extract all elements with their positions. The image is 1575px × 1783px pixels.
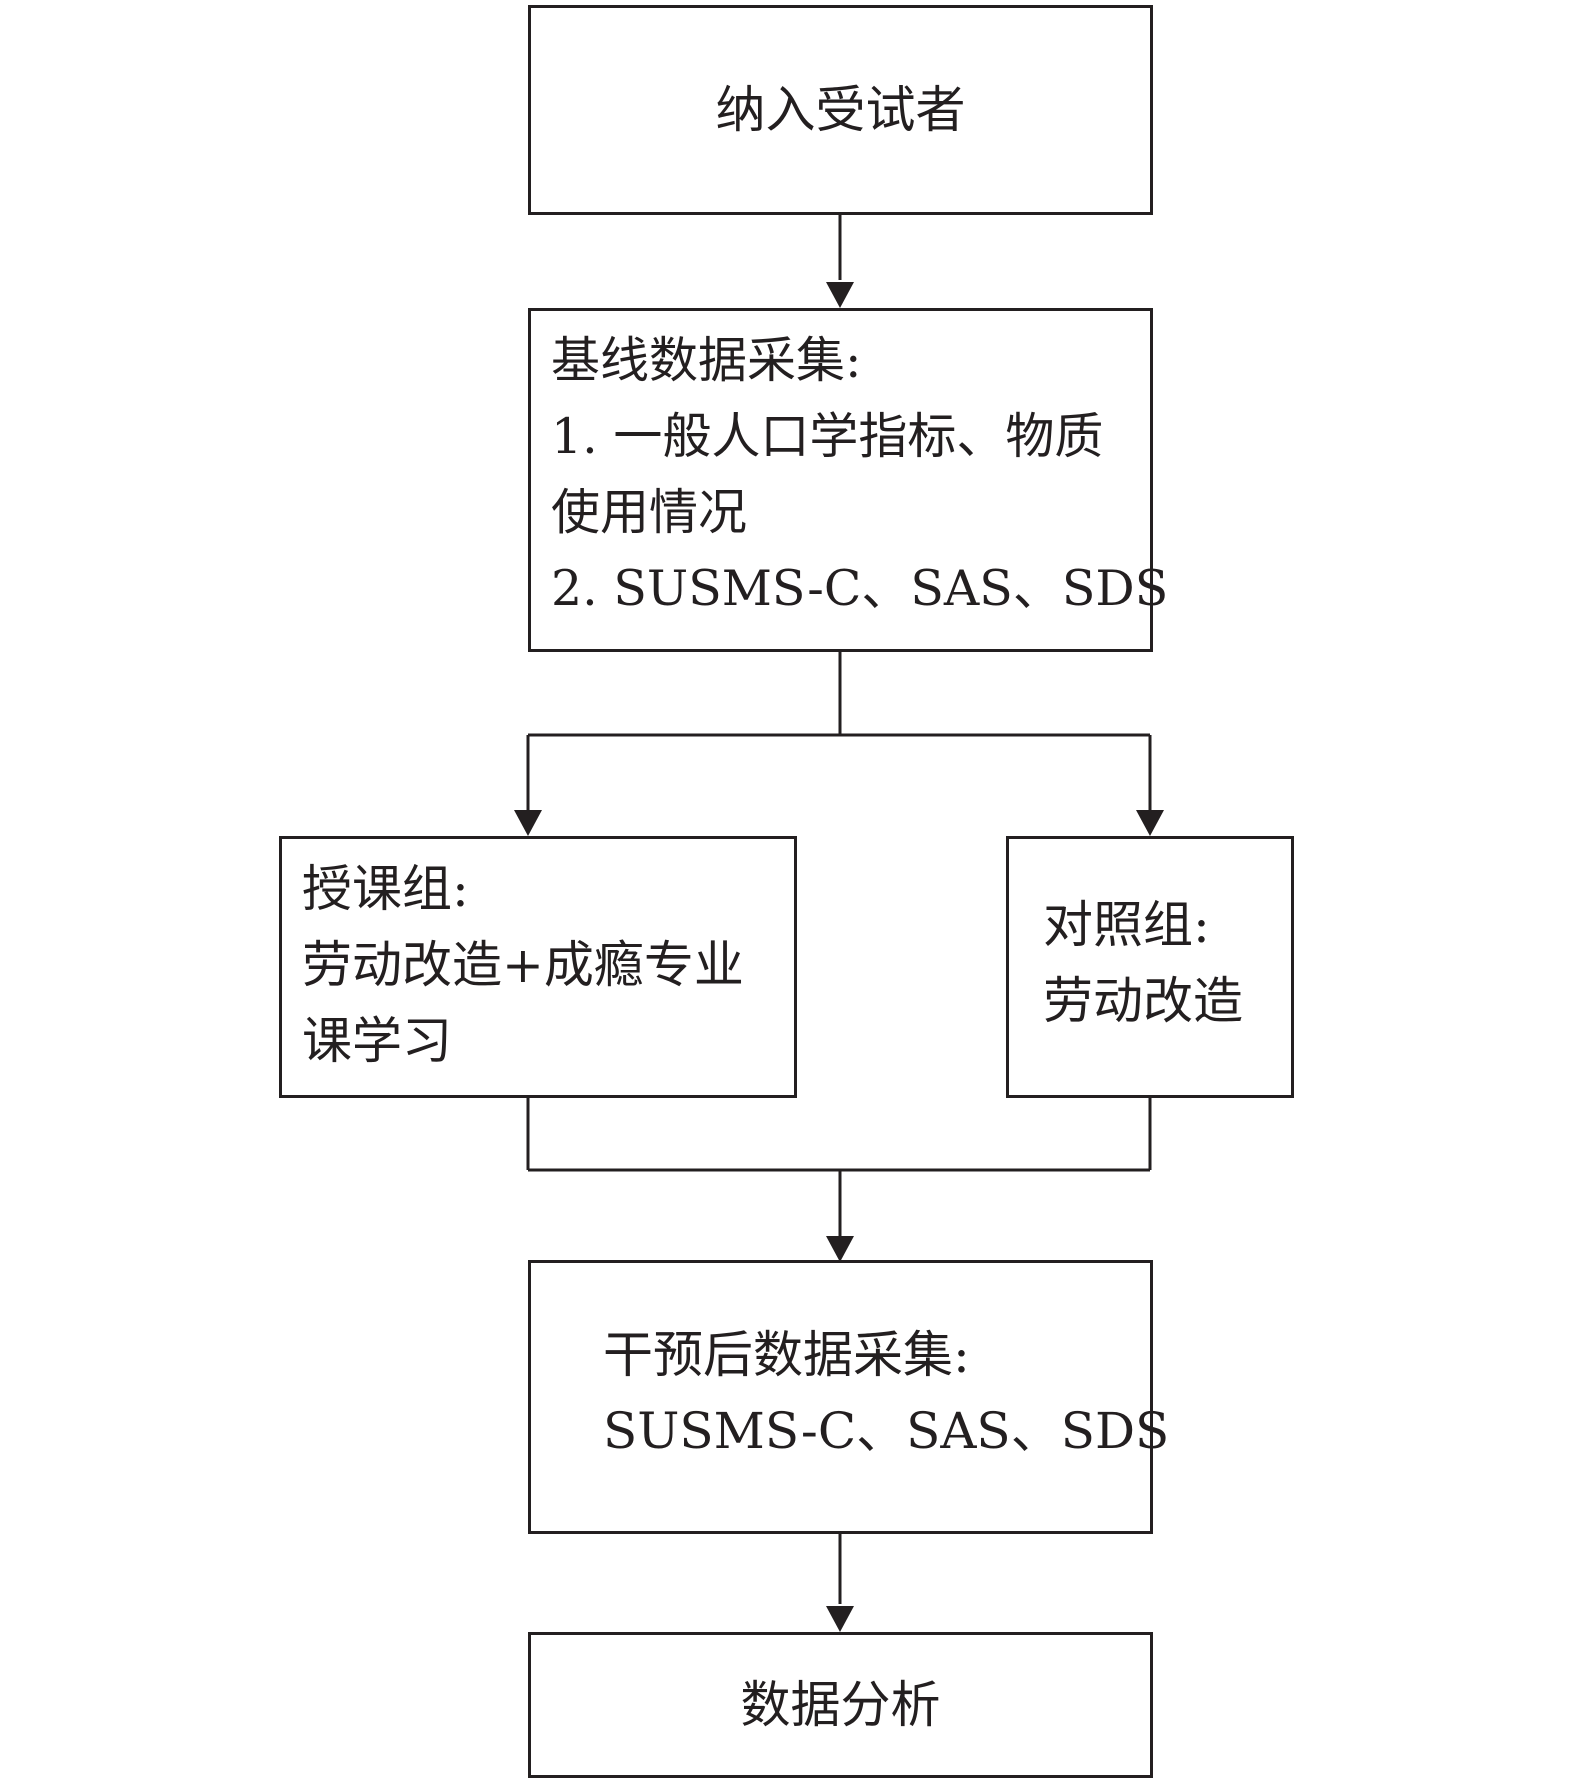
control-group-line1: 劳动改造	[1043, 972, 1243, 1030]
connector-baseline-split	[528, 650, 1150, 737]
control-group-box: 对照组: 劳动改造	[1006, 836, 1294, 1098]
analysis-box: 数据分析	[528, 1632, 1153, 1778]
baseline-item2: 2. SUSMS-C、SAS、SDS	[551, 560, 1169, 617]
post-title: 干预后数据采集:	[603, 1326, 970, 1384]
lecture-group-title: 授课组:	[302, 860, 469, 918]
baseline-item1-line2: 使用情况	[551, 484, 748, 541]
arrowhead-icon	[826, 1236, 854, 1262]
arrow-to-control-group	[1136, 735, 1164, 836]
connector-groups-merge	[526, 1098, 1152, 1172]
baseline-item1-line1: 1. 一般人口学指标、物质	[551, 408, 1104, 465]
post-line1: SUSMS-C、SAS、SDS	[603, 1402, 1170, 1460]
lecture-group-box: 授课组: 劳动改造+成瘾专业 课学习	[279, 836, 797, 1098]
lecture-group-line1: 劳动改造+成瘾专业	[302, 936, 744, 994]
arrowhead-icon	[826, 1606, 854, 1632]
control-group-title: 对照组:	[1043, 896, 1210, 954]
arrow-enroll-to-baseline	[826, 213, 854, 308]
arrowhead-icon	[826, 282, 854, 308]
baseline-box: 基线数据采集: 1. 一般人口学指标、物质 使用情况 2. SUSMS-C、SA…	[528, 308, 1169, 652]
arrowhead-icon	[514, 810, 542, 836]
enroll-text: 纳入受试者	[715, 81, 966, 139]
lecture-group-line2: 课学习	[302, 1012, 452, 1070]
post-box: 干预后数据采集: SUSMS-C、SAS、SDS	[528, 1260, 1170, 1534]
arrow-post-to-analysis	[826, 1532, 854, 1632]
enroll-box: 纳入受试者	[528, 5, 1153, 215]
analysis-text: 数据分析	[740, 1676, 941, 1734]
arrowhead-icon	[1136, 810, 1164, 836]
arrow-to-lecture-group	[514, 735, 542, 836]
baseline-title: 基线数据采集:	[551, 332, 862, 389]
arrow-merge-to-post	[826, 1170, 854, 1262]
